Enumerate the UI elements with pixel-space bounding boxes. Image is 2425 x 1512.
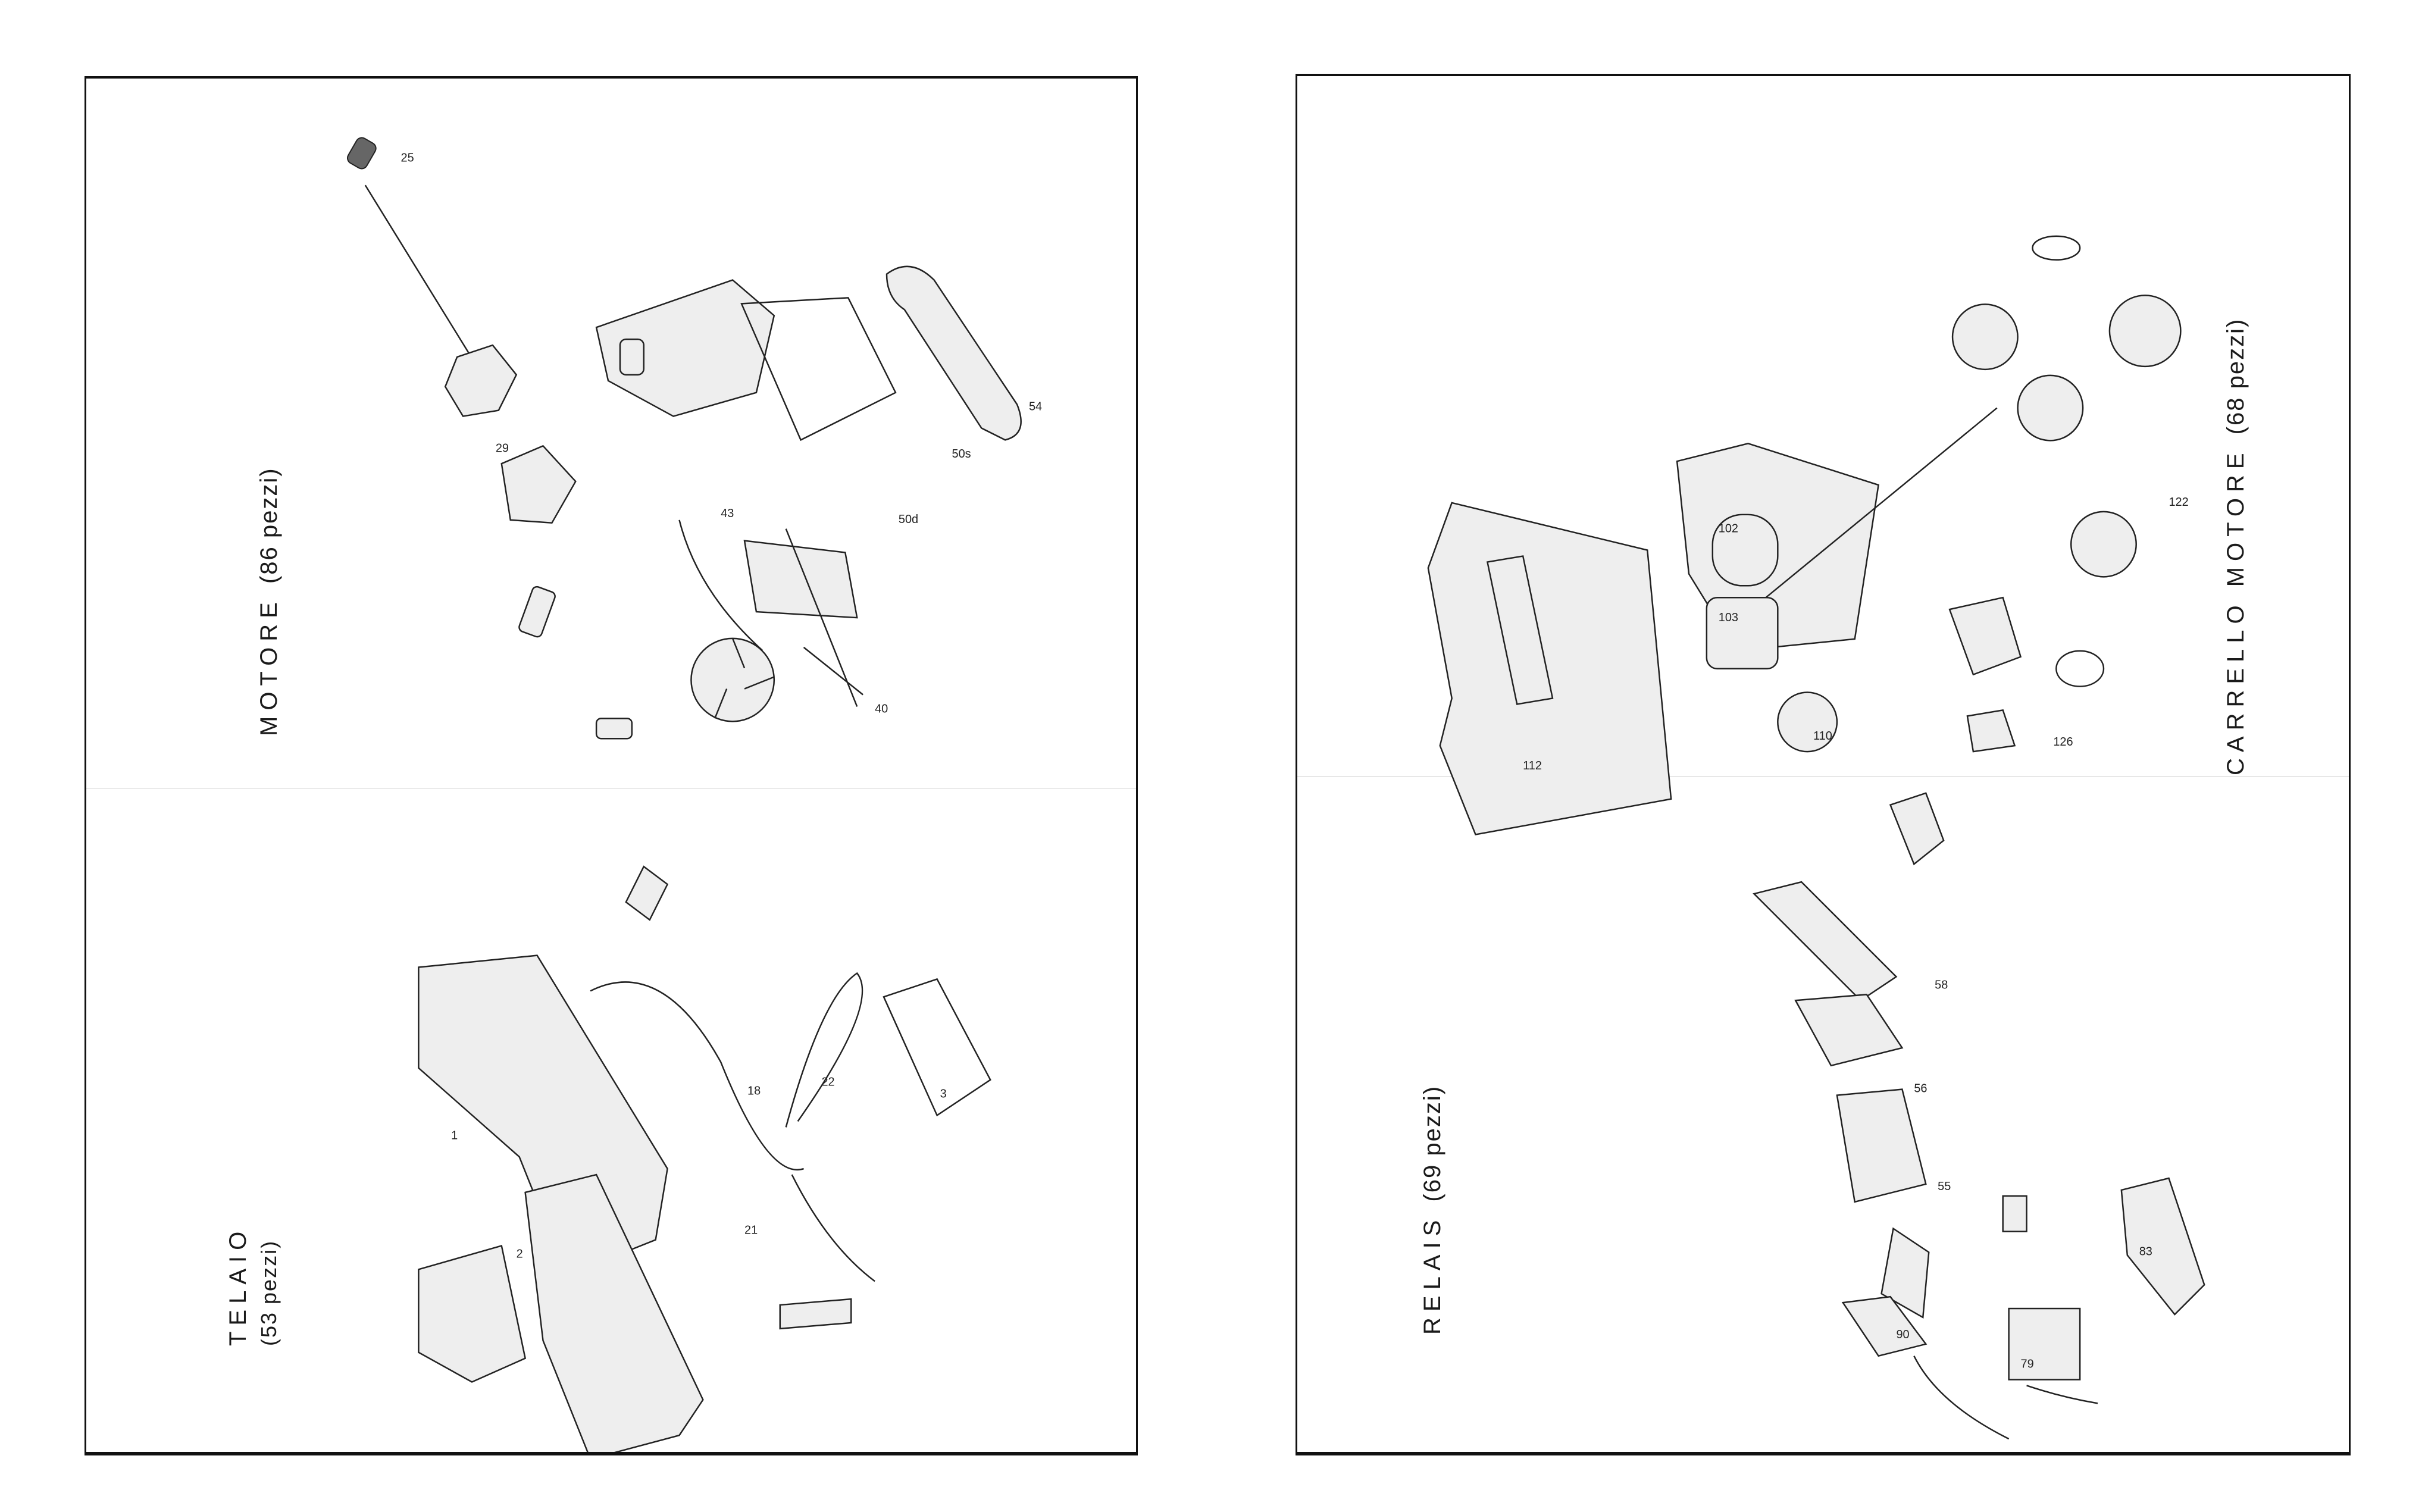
pulley-121 <box>2017 374 2084 442</box>
svg-text:50s: 50s <box>952 447 971 461</box>
cable-53 <box>678 519 763 651</box>
gear-110 <box>1777 691 1838 753</box>
pulley-121b <box>2108 295 2182 368</box>
svg-text:21: 21 <box>744 1224 758 1237</box>
svg-text:102: 102 <box>1719 522 1738 536</box>
lever-58 <box>1753 881 1898 1001</box>
pulley-120b <box>2070 511 2137 578</box>
cover-4 <box>418 1244 527 1383</box>
svg-text:29: 29 <box>496 442 509 455</box>
svg-text:103: 103 <box>1719 611 1738 624</box>
motore-drawing: 25 29 43 50d 50s 54 40 <box>346 137 1042 740</box>
pulley-120 <box>1951 303 2019 371</box>
coil-79 <box>2008 1307 2081 1380</box>
lever-56 <box>1794 994 1904 1067</box>
svg-text:22: 22 <box>821 1076 834 1089</box>
carrello-drawing: 112 102 103 110 126 122 <box>1427 235 2189 866</box>
svg-text:112: 112 <box>1523 759 1542 772</box>
svg-text:25: 25 <box>401 151 414 164</box>
svg-text:58: 58 <box>1935 978 1948 991</box>
core-90 <box>1880 1227 1930 1319</box>
telaio-drawing: 1 2 3 18 21 22 <box>418 865 991 1452</box>
cable-21 <box>791 1174 875 1282</box>
handle-54 <box>885 265 1022 441</box>
svg-text:3: 3 <box>940 1088 947 1101</box>
armature-83 <box>2120 1177 2205 1316</box>
bracket-2 <box>524 1173 704 1452</box>
right-sheet: RELAIS (69 pezzi) CARRELLO MOTORE (68 pe… <box>1296 74 2351 1455</box>
relais-drawing: 58 56 55 90 79 83 <box>1753 881 2205 1440</box>
svg-text:79: 79 <box>2021 1358 2034 1371</box>
svg-text:2: 2 <box>517 1247 523 1260</box>
rod-40b <box>803 646 863 696</box>
svg-text:122: 122 <box>2169 496 2188 509</box>
svg-text:55: 55 <box>1938 1180 1951 1193</box>
fan-blades <box>714 638 775 719</box>
spring-46 <box>518 586 556 638</box>
bracket-3 <box>883 978 991 1117</box>
plate-124 <box>1948 596 2022 676</box>
strip-7 <box>779 1298 852 1330</box>
plate-51 <box>740 297 897 442</box>
svg-text:40: 40 <box>875 702 888 715</box>
bracket-127 <box>1966 709 2016 753</box>
svg-text:83: 83 <box>2139 1245 2152 1258</box>
belt-122b <box>2055 650 2105 687</box>
svg-text:18: 18 <box>747 1085 761 1098</box>
shaft-98 <box>1765 407 1998 599</box>
lead-91 <box>2026 1385 2098 1404</box>
svg-text:43: 43 <box>721 507 734 520</box>
svg-text:126: 126 <box>2053 735 2073 749</box>
block-84 <box>2002 1195 2027 1232</box>
drum-102 <box>1711 514 1779 587</box>
coil-103 <box>1706 596 1779 669</box>
svg-text:110: 110 <box>1813 730 1832 743</box>
left-exploded-drawing: 25 29 43 50d 50s 54 40 1 2 3 18 21 22 <box>346 137 1042 1452</box>
plate-73 <box>1841 1295 1928 1357</box>
rotor-28 <box>444 344 518 417</box>
cable-18 <box>590 981 804 1170</box>
bracket-55 <box>1836 1088 1927 1203</box>
motor-knob-25 <box>346 137 377 170</box>
gear-45 <box>595 718 633 740</box>
rod-40 <box>785 528 858 707</box>
svg-text:56: 56 <box>1914 1082 1927 1095</box>
cable-22 <box>785 972 863 1128</box>
svg-text:54: 54 <box>1029 400 1042 414</box>
motor-shaft-27 <box>364 184 476 364</box>
left-sheet: TELAIO (53 pezzi) MOTORE (86 pezzi) 25 2 <box>85 76 1138 1455</box>
plate-39 <box>743 540 858 619</box>
lever-128 <box>1889 792 1945 866</box>
rotor-29b <box>500 444 577 524</box>
carriage-frame-112 <box>1427 502 1672 835</box>
clip-12 <box>625 865 669 921</box>
svg-text:90: 90 <box>1896 1328 1909 1341</box>
svg-text:1: 1 <box>451 1129 458 1142</box>
right-exploded-drawing: 112 102 103 110 126 122 58 56 55 90 79 8… <box>1427 235 2205 1440</box>
fan-37 <box>690 637 775 722</box>
carriage-rail <box>1486 555 1554 705</box>
bushing-38 <box>619 338 645 376</box>
svg-text:50d: 50d <box>899 513 918 526</box>
contact-77 <box>1913 1356 2010 1440</box>
frame-41 <box>595 279 775 417</box>
belt-122 <box>2032 235 2081 261</box>
